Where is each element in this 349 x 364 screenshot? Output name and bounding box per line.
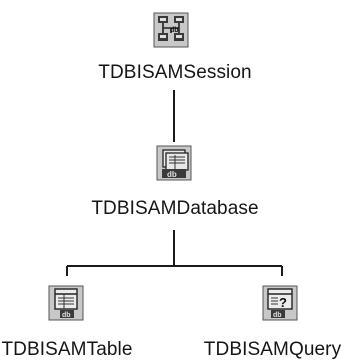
svg-text:db: db — [167, 170, 177, 179]
table-component-icon: db — [48, 285, 84, 321]
session-component-icon: db — [153, 12, 189, 48]
query-label: TDBISAMQuery — [203, 339, 342, 360]
table-label: TDBISAMTable — [1, 339, 133, 360]
database-label: TDBISAMDatabase — [91, 198, 259, 219]
svg-text:db: db — [62, 312, 71, 319]
query-component-icon: ? db — [262, 285, 298, 321]
svg-text:?: ? — [279, 295, 287, 310]
svg-text:db: db — [273, 312, 282, 319]
svg-text:db: db — [170, 27, 179, 34]
database-component-icon: db — [156, 145, 192, 181]
session-label: TDBISAMSession — [98, 62, 252, 83]
